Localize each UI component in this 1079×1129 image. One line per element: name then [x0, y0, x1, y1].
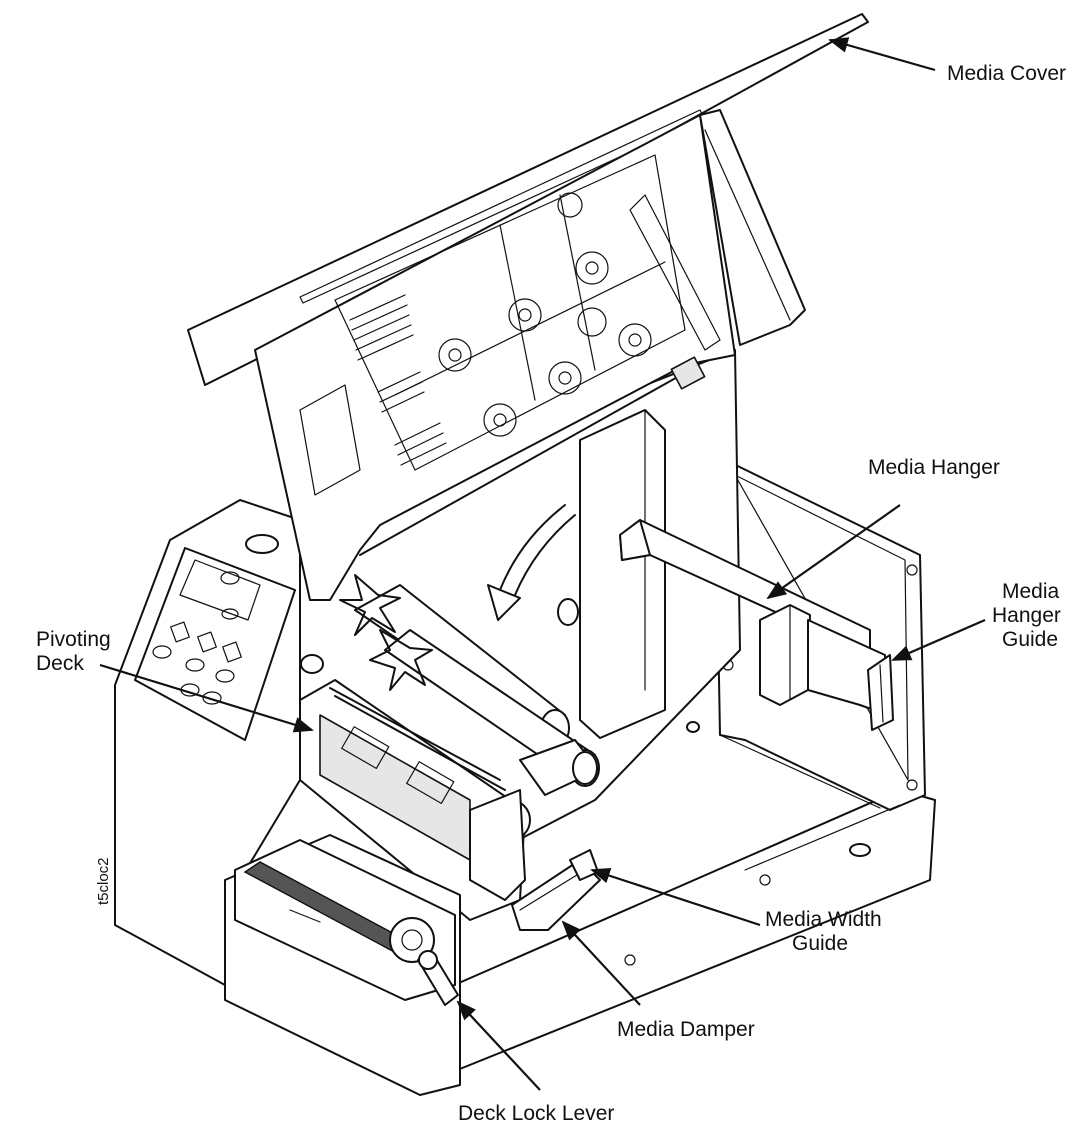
label-media-hanger-guide: Media Hanger Guide	[992, 580, 1067, 651]
callout-media-hanger-guide	[891, 618, 986, 662]
cover-inner-panel	[254, 114, 736, 601]
media-hanger-assembly	[619, 519, 894, 731]
callout-pivoting-deck	[99, 663, 314, 733]
front-printhead-assembly	[224, 834, 461, 1096]
callout-media-width-guide	[590, 868, 761, 927]
label-pivoting-deck: Pivoting Deck	[36, 628, 117, 675]
callout-arrows	[99, 37, 986, 1091]
label-media-damper: Media Damper	[617, 1018, 755, 1041]
label-media-width-guide: Media Width Guide	[765, 908, 888, 955]
callout-deck-lock-lever	[456, 1000, 541, 1091]
media-cover	[187, 13, 869, 601]
labels: Media Cover Media Hanger Media Hanger Gu…	[36, 62, 1067, 1125]
media-hanger-guide-slider	[759, 604, 811, 706]
label-media-cover: Media Cover	[947, 62, 1066, 85]
media-damper-tray	[511, 849, 601, 931]
cover-end-panel	[699, 109, 806, 346]
callout-media-damper	[561, 920, 641, 1006]
label-deck-lock-lever: Deck Lock Lever	[458, 1102, 614, 1125]
pivoting-deck	[299, 679, 599, 921]
upright-housing	[579, 409, 666, 739]
supply-spindles	[339, 504, 600, 787]
figure-id: t5cloc2	[95, 857, 112, 905]
callout-media-hanger	[766, 504, 901, 600]
label-media-hanger: Media Hanger	[868, 456, 1000, 479]
callout-media-cover	[828, 37, 936, 72]
